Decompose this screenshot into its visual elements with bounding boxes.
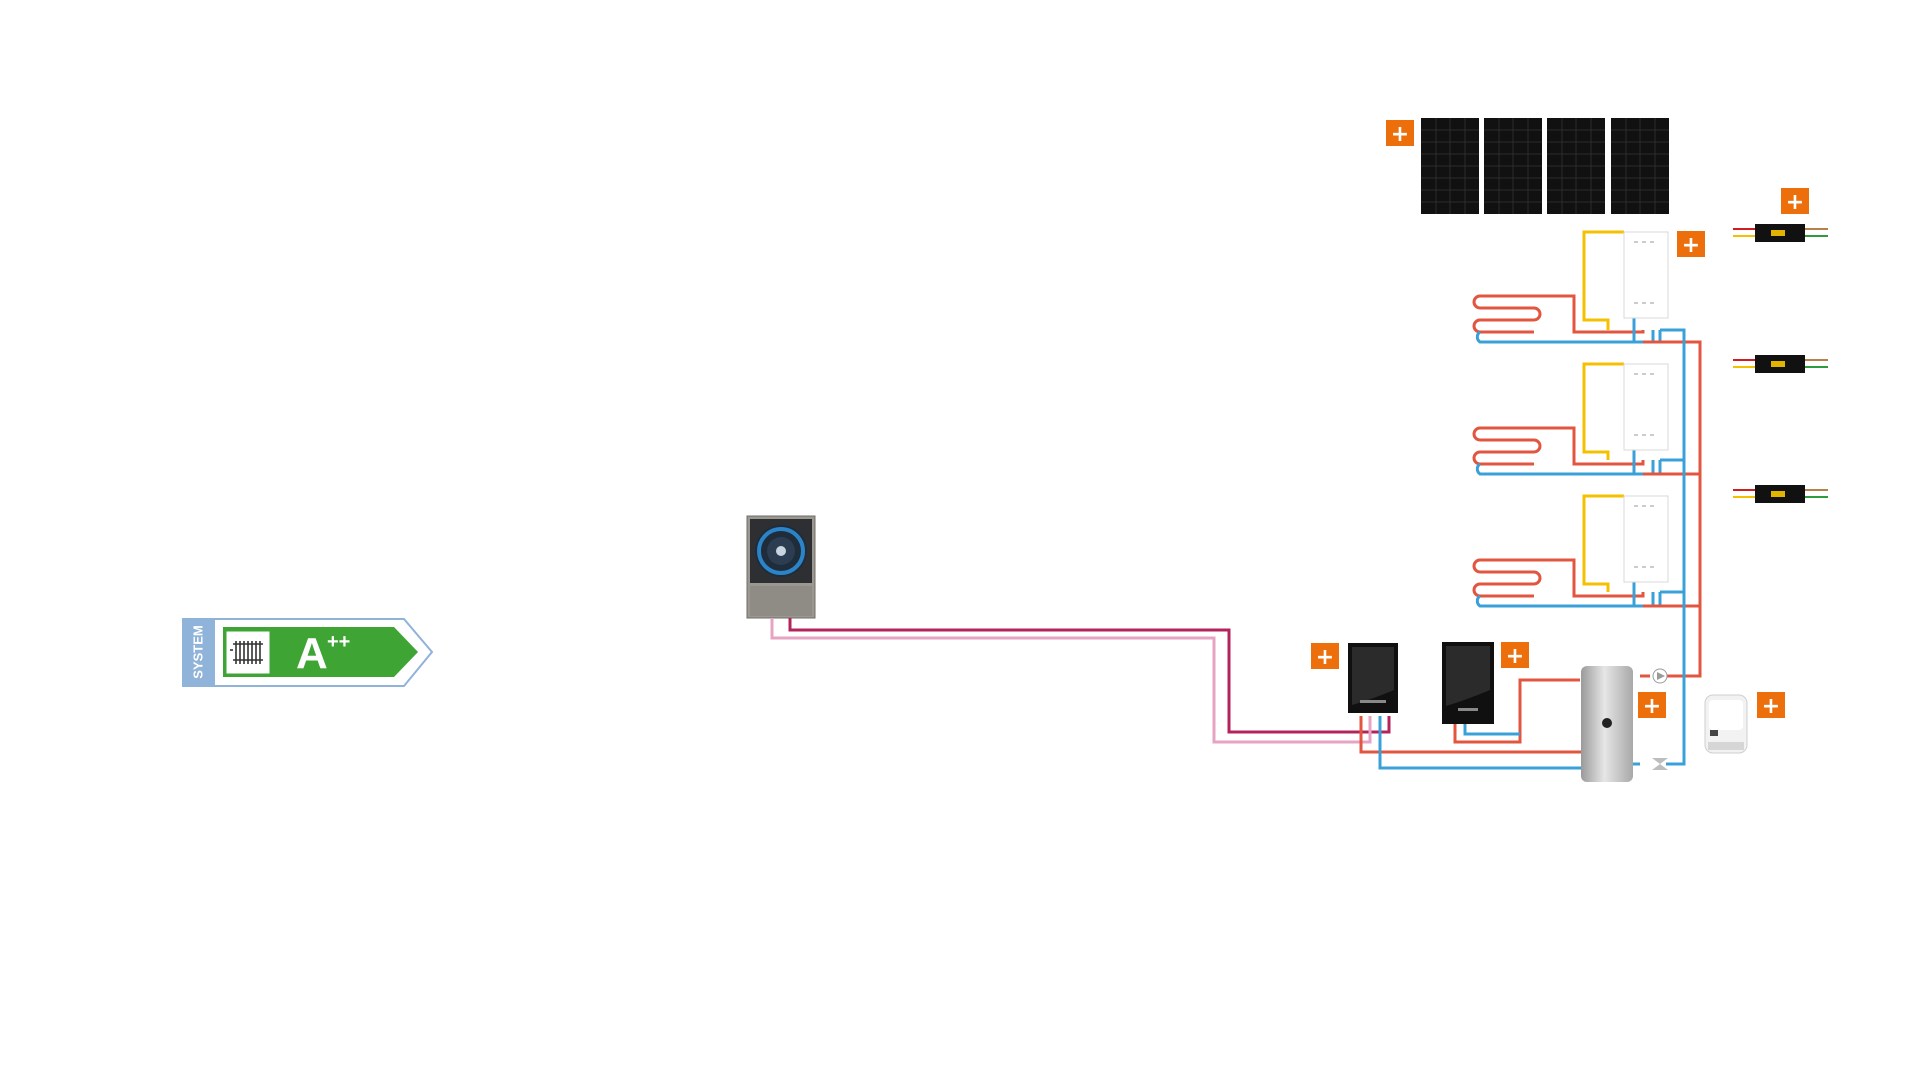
system-controller[interactable] [1704,694,1748,754]
distribution-pipes [1359,328,1702,770]
wall-boiler[interactable] [1442,642,1494,724]
heat-pump-outdoor-unit[interactable] [746,515,816,619]
heating-circuit-1 [1472,230,1662,344]
plus-icon: + [1786,190,1804,215]
system-text: SYSTEM [190,625,205,678]
ventilation-unit-3[interactable] [1733,485,1828,503]
plus-icon: + [1391,122,1409,147]
rating-suffix: ++ [327,631,350,653]
pv-panel [1611,118,1669,214]
pv-panel [1484,118,1542,214]
ventilation-unit-2[interactable] [1733,355,1828,373]
add-boiler-button[interactable]: + [1501,642,1529,669]
system-band [183,619,215,686]
ventilation-unit-1[interactable] [1733,224,1828,242]
heat-pump-indoor-unit[interactable] [1348,643,1398,713]
add-room-unit-button[interactable]: + [1677,231,1705,258]
pv-panel [1421,118,1479,214]
energy-label: SYSTEM A ++ [182,618,434,687]
room-unit-3[interactable] [1623,495,1669,583]
rating-letter: A [296,629,328,678]
hot-water-cylinder[interactable] [1581,666,1668,782]
pv-panel [1547,118,1605,214]
room-unit-1[interactable] [1623,231,1669,319]
heat-pump-pipes [770,618,1391,744]
plus-icon: + [1643,694,1661,719]
room-unit-2[interactable] [1623,363,1669,451]
heating-circuit-2 [1472,362,1662,476]
plus-icon: + [1762,694,1780,719]
add-storage-button[interactable]: + [1638,692,1666,719]
add-ventilation-button[interactable]: + [1781,188,1809,215]
plus-icon: + [1506,644,1524,669]
radiator-icon [230,641,263,664]
add-indoor-unit-button[interactable]: + [1311,643,1339,670]
plus-icon: + [1316,645,1334,670]
photovoltaic-panels[interactable] [1421,118,1669,214]
rating-arrow [223,627,418,677]
add-controller-button[interactable]: + [1757,692,1785,719]
plus-icon: + [1682,233,1700,258]
heating-circuit-3 [1472,494,1662,608]
add-solar-button[interactable]: + [1386,120,1414,147]
